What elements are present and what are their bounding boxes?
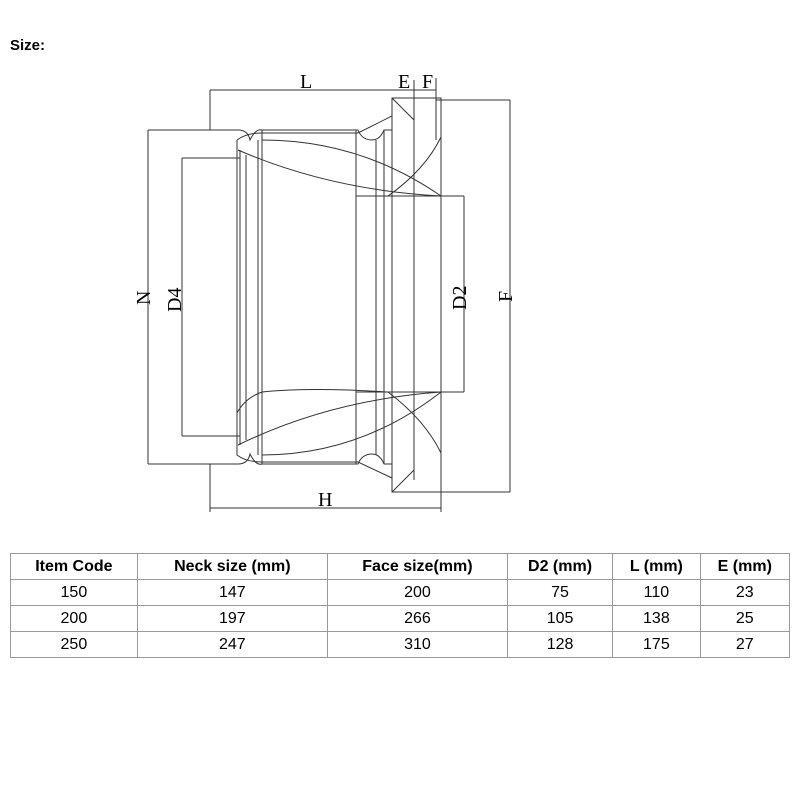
- body-outline: [236, 140, 442, 493]
- dim-label-D4: D4: [164, 288, 186, 312]
- table-cell: 23: [699, 579, 791, 606]
- column-header: Item Code: [10, 553, 138, 580]
- table-cell: 138: [612, 605, 701, 632]
- section-heading: Size:: [10, 37, 46, 54]
- reducer-technical-drawing: L E F N D4 D2 F H: [133, 71, 517, 512]
- column-header: D2 (mm): [506, 553, 614, 580]
- table-cell: 266: [326, 605, 508, 632]
- column-header: Face size(mm): [326, 553, 508, 580]
- column-header: L (mm): [612, 553, 701, 580]
- dim-label-D2: D2: [449, 286, 471, 310]
- table-cell: 128: [506, 631, 614, 658]
- cone-curve-bottom-2: [261, 391, 442, 456]
- table-cell: 25: [699, 605, 791, 632]
- table-cell: 27: [699, 631, 791, 658]
- dim-label-N: N: [133, 291, 155, 305]
- table-cell: 150: [10, 579, 138, 606]
- cone-curve-top-2: [261, 139, 442, 197]
- table-cell: 75: [506, 579, 614, 606]
- dim-label-E: E: [398, 71, 410, 93]
- cone-curve-top: [237, 149, 442, 197]
- table-cell: 310: [326, 631, 508, 658]
- cone-curve-bottom: [237, 391, 442, 446]
- table-cell: 147: [136, 579, 328, 606]
- table-cell: 247: [136, 631, 328, 658]
- table-row: 150 147 200 75 110 23: [10, 579, 791, 606]
- table-row: 200 197 266 105 138 25: [10, 605, 791, 632]
- table-cell: 200: [326, 579, 508, 606]
- table-cell: 197: [136, 605, 328, 632]
- groove-top: [210, 129, 392, 142]
- table-cell: 200: [10, 605, 138, 632]
- column-header: Neck size (mm): [136, 553, 328, 580]
- column-header: E (mm): [699, 553, 791, 580]
- flange-bevel-top: [391, 97, 415, 121]
- flange-bevel-bottom: [391, 469, 415, 493]
- size-table: Item Code Neck size (mm) Face size(mm) D…: [10, 553, 791, 658]
- dim-label-F-top: F: [422, 71, 433, 93]
- dim-label-H: H: [318, 489, 332, 511]
- table-cell: 175: [612, 631, 701, 658]
- table-cell: 110: [612, 579, 701, 606]
- groove-bottom: [210, 452, 392, 465]
- table-header-row: Item Code Neck size (mm) Face size(mm) D…: [10, 553, 791, 580]
- table-row: 250 247 310 128 175 27: [10, 631, 791, 658]
- body-top-outline: [236, 97, 442, 197]
- dim-label-L: L: [300, 71, 312, 93]
- table-cell: 105: [506, 605, 614, 632]
- dim-label-F-side: F: [495, 291, 517, 302]
- table-cell: 250: [10, 631, 138, 658]
